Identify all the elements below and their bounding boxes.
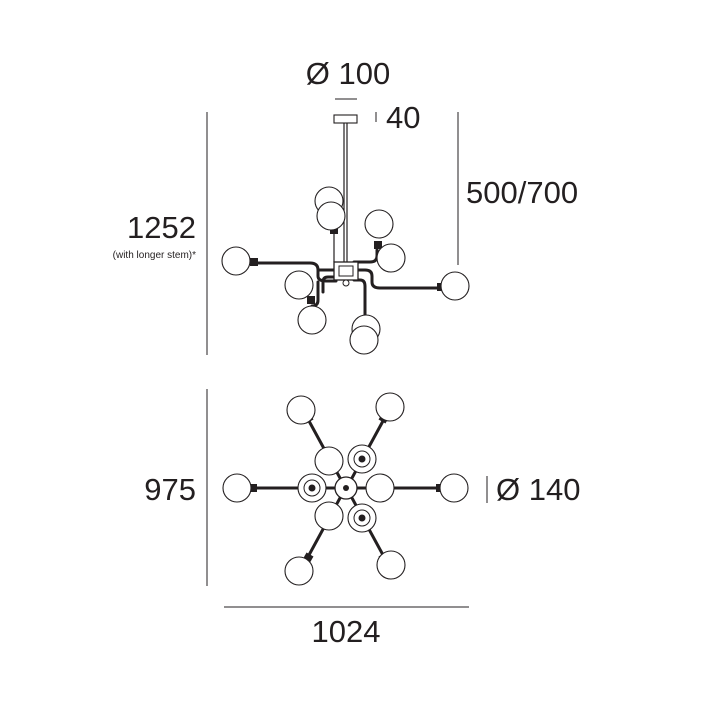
globe <box>286 395 316 425</box>
arm-right-upper <box>352 248 379 264</box>
stem-length-label: 500/700 <box>466 175 578 210</box>
dimension-lines <box>206 98 488 608</box>
arm-right <box>352 268 442 290</box>
canopy-height-label: 40 <box>386 100 420 135</box>
total-height-note: (with longer stem)* <box>113 250 196 261</box>
globe-diameter-label: Ø 140 <box>496 472 580 507</box>
socket <box>249 484 257 492</box>
canopy-diameter-label: Ø 100 <box>306 56 390 91</box>
hub-inner <box>338 265 354 277</box>
arm-down-left <box>321 275 338 294</box>
socket <box>307 296 315 304</box>
globe <box>284 270 314 300</box>
globe-highlight <box>353 509 371 527</box>
globe <box>284 556 314 586</box>
globe-center <box>358 455 366 463</box>
socket <box>374 241 382 249</box>
canopy <box>333 114 358 124</box>
globe-highlight <box>353 450 371 468</box>
globe <box>297 305 327 335</box>
arm-down-right <box>352 278 367 324</box>
width-label: 1024 <box>312 614 381 649</box>
globe <box>376 243 406 273</box>
globe <box>314 446 344 476</box>
globe <box>365 473 395 503</box>
globe-center <box>358 514 366 522</box>
globe <box>364 209 394 239</box>
hub-center <box>343 485 349 491</box>
globe-highlight <box>303 479 321 497</box>
globe <box>221 246 251 276</box>
globe <box>314 501 344 531</box>
globe <box>349 325 379 355</box>
hub-nut <box>342 279 350 287</box>
hub <box>333 261 359 281</box>
globe-center <box>308 484 316 492</box>
total-height-label: 1252 <box>127 210 196 245</box>
globe <box>375 392 405 422</box>
front-view <box>221 114 470 355</box>
socket <box>250 258 258 266</box>
depth-label: 975 <box>144 472 196 507</box>
globe <box>316 201 346 231</box>
top-view <box>222 392 469 586</box>
globe <box>440 271 470 301</box>
globe <box>376 550 406 580</box>
globe <box>222 473 252 503</box>
globe <box>439 473 469 503</box>
